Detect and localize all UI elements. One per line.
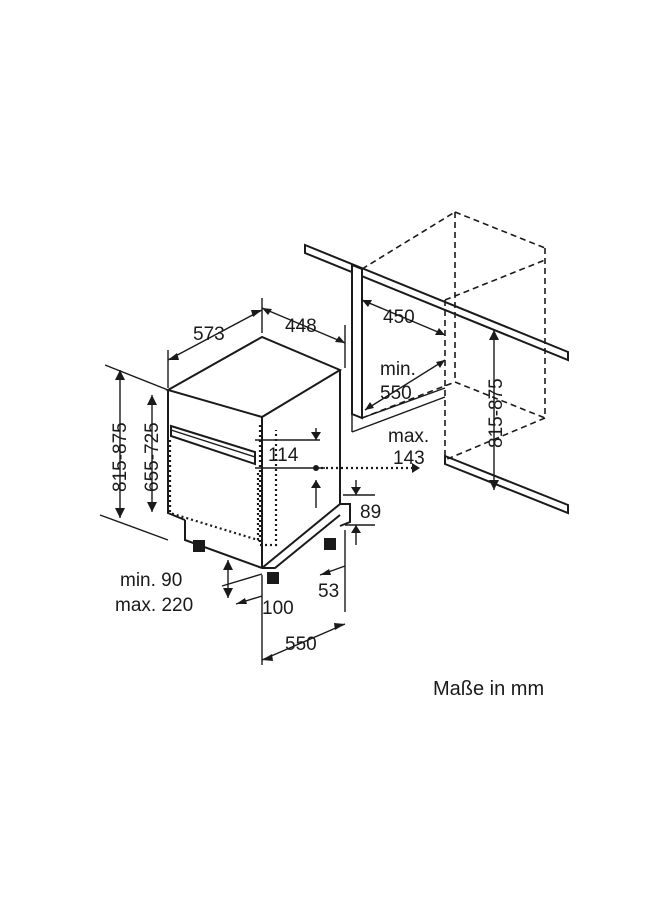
dishwasher-body <box>165 335 351 584</box>
dishwasher-top <box>165 335 343 419</box>
foot-range-label: min. 90 max. 220 <box>115 570 193 616</box>
niche-height-dimension: 815-875 <box>486 330 507 490</box>
top-width-label: 448 <box>285 316 317 337</box>
worktop <box>304 243 569 362</box>
plinth-recess-dimension: 53 <box>318 530 346 612</box>
gap-label: max. 143 <box>388 426 434 469</box>
kitchen-niche <box>304 211 569 515</box>
total-height-label: 815-875 <box>110 422 131 492</box>
control-panel <box>170 424 256 466</box>
foot-rear-right <box>324 538 336 550</box>
top-depth-dimension: 573 <box>167 298 263 388</box>
foot-range-line1: min. 90 <box>120 570 182 591</box>
panel-offset-dimension: 114 <box>255 428 325 508</box>
bottom-depth-dimension: 550 <box>261 623 346 661</box>
bottom-depth-label: 550 <box>285 634 317 655</box>
foot-range-line2: max. 220 <box>115 595 193 616</box>
units-caption: Maße in mm <box>433 678 544 700</box>
foot-offset-dimension: 100 <box>235 575 294 665</box>
foot-front-left <box>193 540 205 552</box>
body-height-dimension: 655-725 <box>142 395 163 512</box>
total-height-dimension: 815-875 <box>99 364 169 541</box>
niche-depth-line1: min. <box>380 359 416 380</box>
niche-height-label: 815-875 <box>486 378 507 448</box>
plinth-height-label: 89 <box>360 502 381 523</box>
panel-offset-label: 114 <box>268 445 299 466</box>
top-depth-label: 573 <box>193 324 225 345</box>
gap-line2: 143 <box>393 448 425 469</box>
niche-depth-line2: 550 <box>380 383 412 404</box>
foot-range-dimension: min. 90 max. 220 <box>115 560 263 616</box>
top-width-dimension: 448 <box>261 307 346 368</box>
niche-width-dimension: 450 <box>361 299 446 336</box>
cabinet-bottom-edge <box>444 454 569 515</box>
niche-depth-dimension: min. 550 <box>364 359 446 411</box>
niche-left-wall <box>351 263 363 420</box>
niche-depth-label: min. 550 <box>380 359 421 404</box>
gap-dimension: max. 143 <box>313 426 434 473</box>
foot-offset-label: 100 <box>262 598 294 619</box>
gap-line1: max. <box>388 426 429 447</box>
foot-front-right <box>267 572 279 584</box>
plinth-height-dimension: 89 <box>343 480 381 545</box>
plinth-recess-label: 53 <box>318 581 339 602</box>
niche-width-label: 450 <box>383 307 415 328</box>
body-height-label: 655-725 <box>142 422 163 492</box>
door-outline <box>168 440 260 542</box>
